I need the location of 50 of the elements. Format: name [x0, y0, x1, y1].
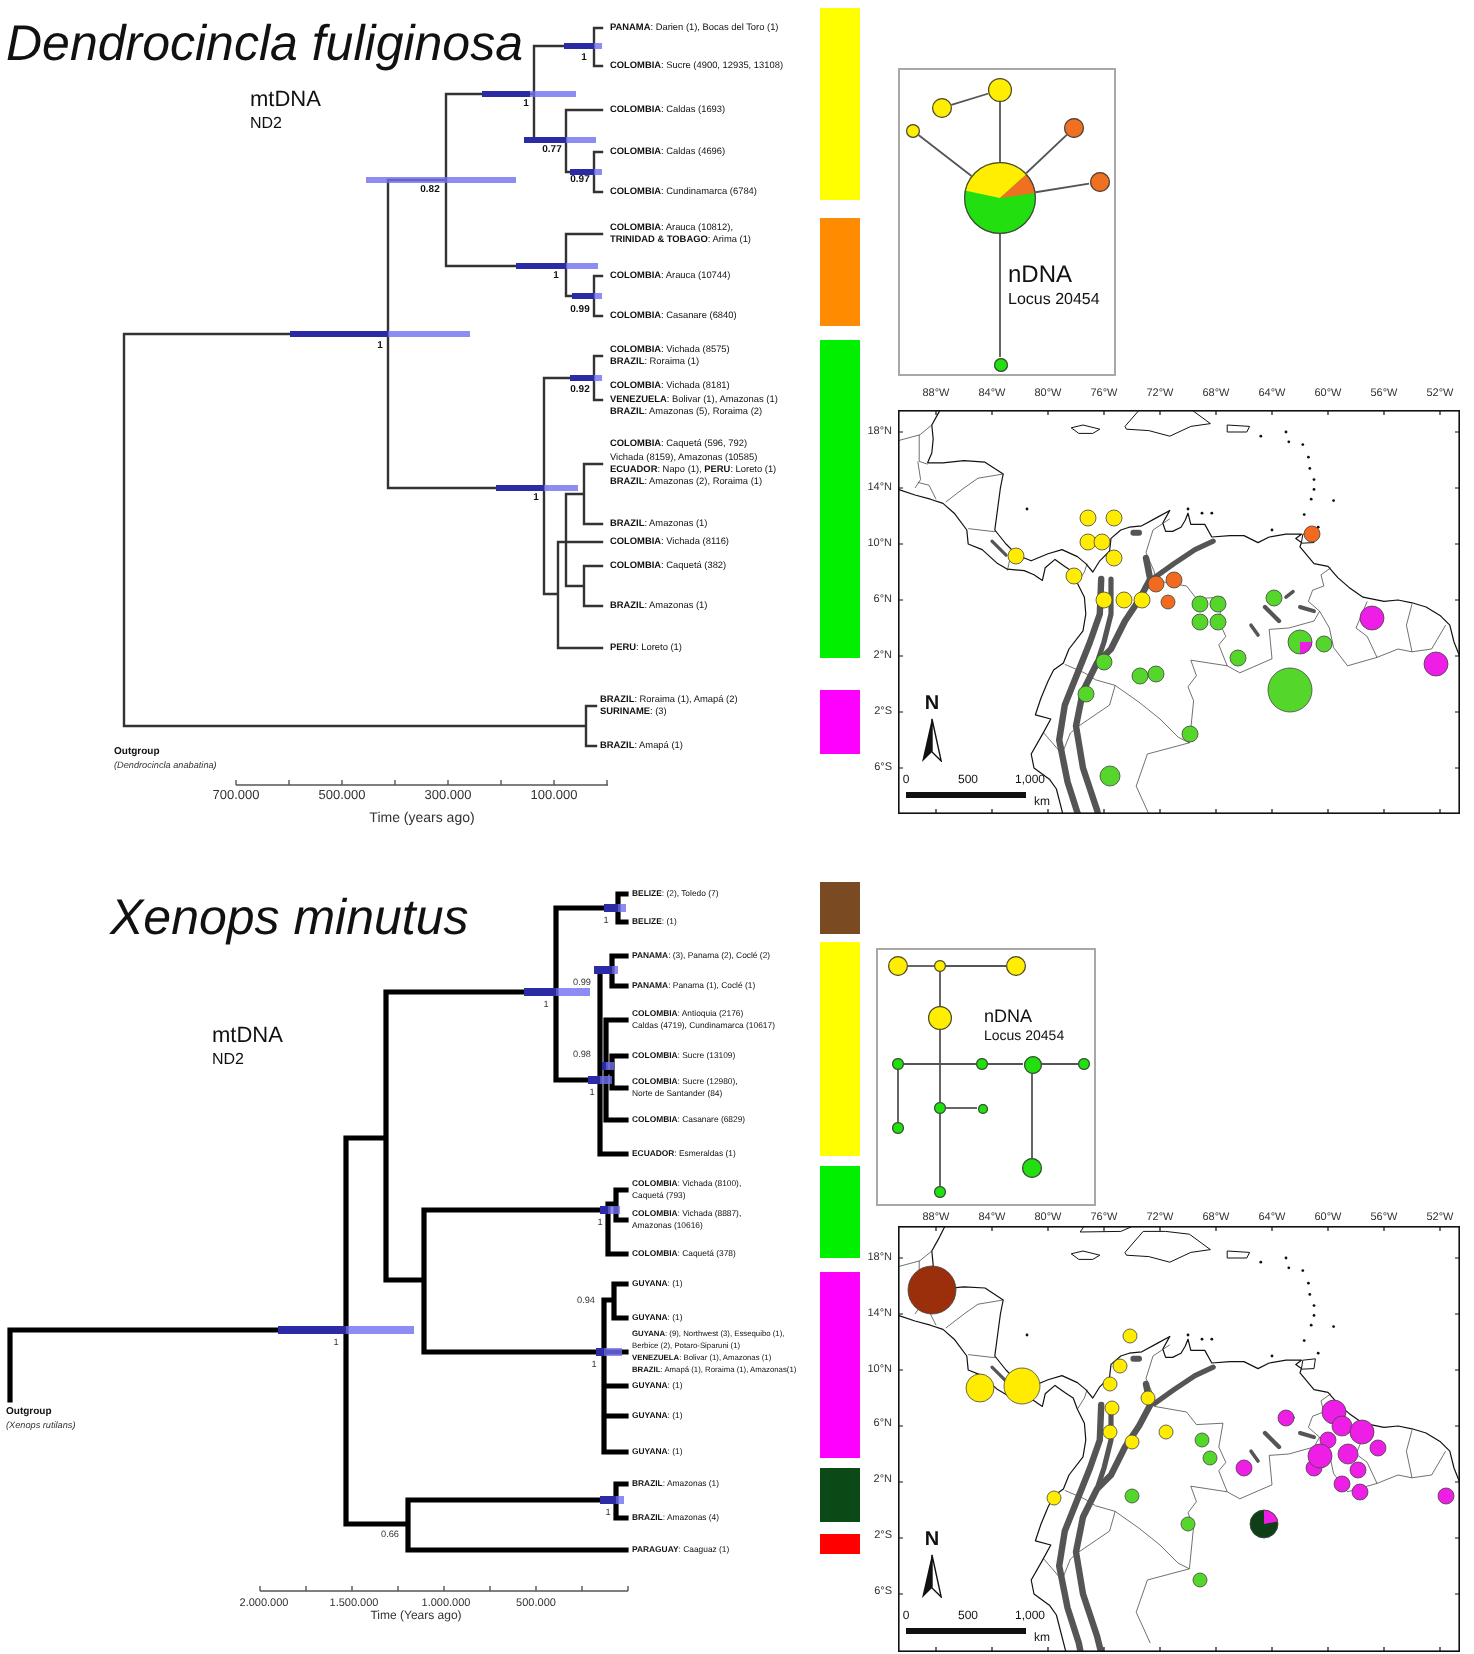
haplotype-circle [986, 76, 1014, 104]
haplotype-circle [1021, 1053, 1043, 1075]
gene-label: ND2 [250, 114, 283, 132]
network-link [907, 965, 935, 967]
network-link [903, 1063, 977, 1065]
haplotype-circle [932, 1100, 948, 1116]
haplotype-circle [1087, 170, 1111, 194]
haplotype-circle [932, 958, 948, 974]
haplotype-circle [886, 954, 910, 978]
haplotype-circle [929, 96, 953, 120]
haplotype-circle [890, 1120, 906, 1136]
haplotype-circle [890, 1056, 906, 1072]
network-link [939, 1029, 941, 1103]
network-link [1025, 134, 1068, 175]
haplotype-circle [903, 121, 921, 139]
haplotype-circle [975, 1101, 989, 1115]
network-link [897, 1069, 899, 1123]
network-link [939, 971, 941, 1007]
species-title: Xenops minutus [110, 890, 469, 948]
north-label: N [924, 1529, 940, 1551]
panel-title: nDNA [1008, 262, 1073, 288]
haplotype-circle [926, 1004, 954, 1032]
network-link [1040, 1063, 1079, 1065]
panel-title: nDNA [984, 1006, 1033, 1026]
haplotype-circle [932, 1184, 948, 1200]
network-link [939, 1113, 941, 1187]
network-link [1031, 1072, 1033, 1159]
north-label: N [924, 693, 940, 715]
haplotype-circle [1076, 1056, 1092, 1072]
haplotype-circle [1004, 954, 1028, 978]
haplotype-circle [991, 355, 1009, 373]
haplotype-circle [974, 1056, 990, 1072]
network-panel [876, 948, 1096, 1206]
locus-label: Locus 20454 [1008, 290, 1100, 308]
network-link [987, 1063, 1024, 1065]
network-link [945, 965, 1007, 967]
network-link [999, 101, 1001, 163]
gene-label: ND2 [212, 1050, 245, 1068]
network-link [949, 92, 990, 106]
marker-label: mtDNA [212, 1024, 283, 1048]
network-link [999, 233, 1001, 358]
network-panel [898, 68, 1116, 376]
haplotype-pie [962, 160, 1038, 236]
network-link [916, 133, 973, 177]
haplotype-circle [1062, 116, 1086, 140]
network-link [945, 1107, 978, 1109]
marker-label: mtDNA [250, 88, 321, 112]
network-link [1034, 182, 1090, 194]
haplotype-circle [1020, 1156, 1044, 1180]
species-title: Dendrocincla fuliginosa [6, 16, 523, 74]
